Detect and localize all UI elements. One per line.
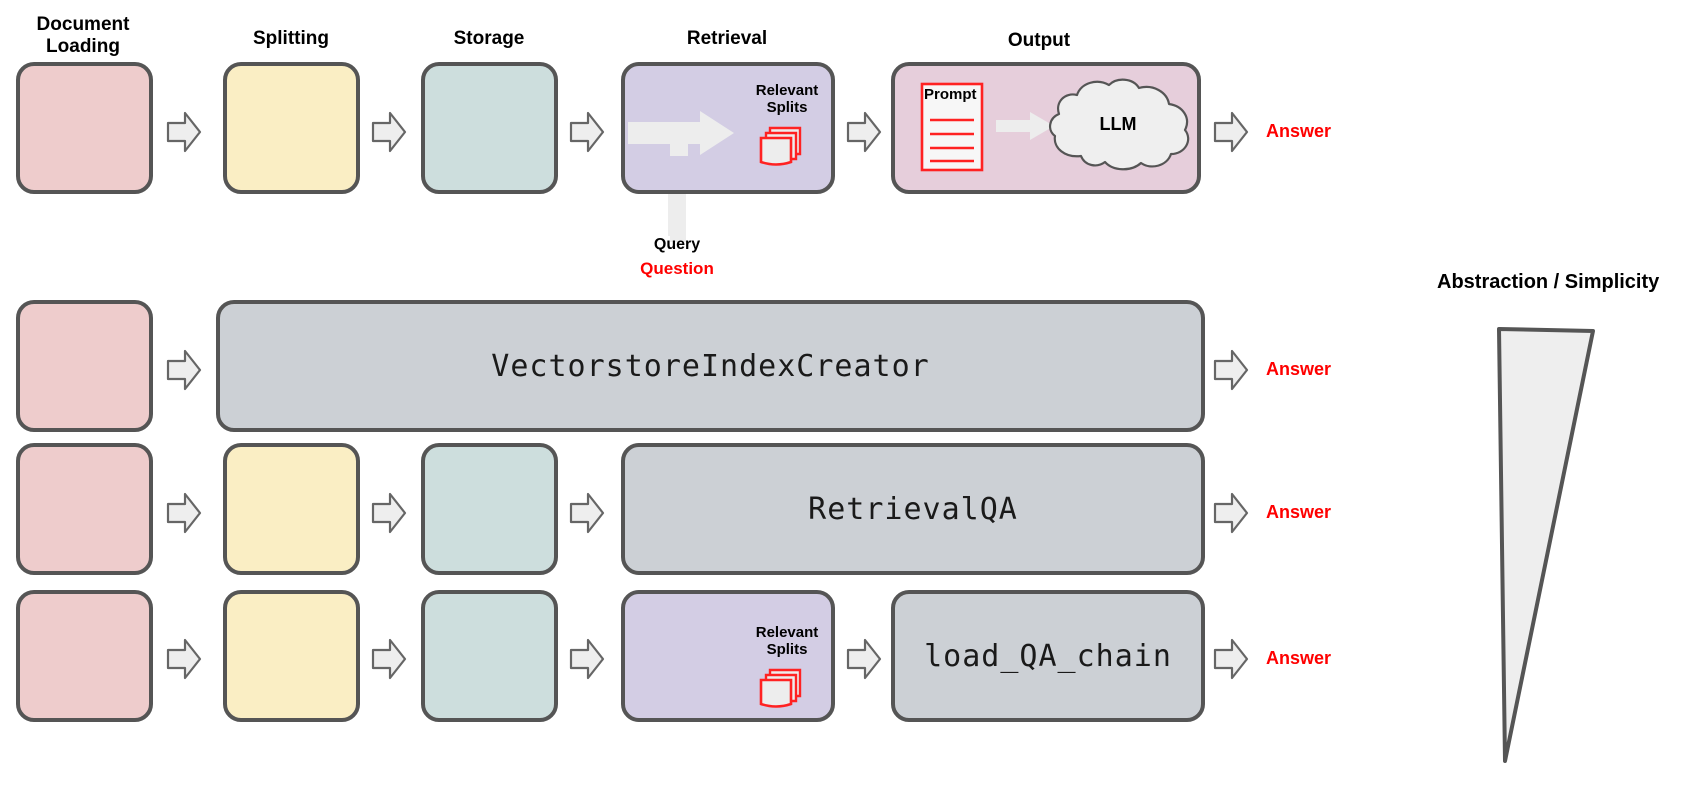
stage-label-output: Output [1007,30,1071,51]
box-splitting-row1[interactable] [223,62,360,194]
arrow-right-chevron-icon [166,491,202,535]
box-storage-row1[interactable] [421,62,558,194]
box-storage-row3[interactable] [421,443,558,575]
arrow-right-chevron-icon [569,491,605,535]
prompt-document-icon: Prompt [920,82,984,172]
stage-label-storage: Storage [453,28,525,49]
answer-label-row3: Answer [1266,502,1332,522]
relevant-splits-label: Relevant Splits [755,624,819,658]
answer-label-row1: Answer [1266,121,1332,141]
cloud-icon: LLM [1043,76,1193,174]
box-retrieval-row1[interactable]: Relevant Splits [621,62,835,194]
box-document-loading-row4[interactable] [16,590,153,722]
arrow-right-chevron-icon [846,637,882,681]
stage-label-retrieval: Retrieval [686,28,768,49]
arrow-right-chevron-icon [1213,348,1249,392]
arrow-right-chevron-icon [1213,491,1249,535]
arrow-right-chevron-icon [1213,110,1249,154]
query-label: Query [653,236,701,253]
query-stem [668,194,686,236]
box-retrieval-qa[interactable]: RetrievalQA [621,443,1205,575]
stage-label-splitting: Splitting [253,28,329,49]
llm-label: LLM [1099,114,1137,134]
arrow-right-chevron-icon [1213,637,1249,681]
query-question-label: Question [640,259,714,278]
box-load-qa-chain[interactable]: load_QA_chain [891,590,1205,722]
box-document-loading-row1[interactable] [16,62,153,194]
arrow-right-chevron-icon [569,110,605,154]
box-vectorstore-index-creator[interactable]: VectorstoreIndexCreator [216,300,1205,432]
retrieval-inner-arrow-icon [625,110,744,156]
answer-label-row4: Answer [1266,648,1332,668]
box-splitting-row4[interactable] [223,590,360,722]
code-label-load-qa-chain: load_QA_chain [924,638,1172,674]
output-inner-arrow-right-icon [994,112,1056,140]
box-document-loading-row2[interactable] [16,300,153,432]
arrow-right-chevron-icon [371,637,407,681]
arrow-right-chevron-icon [166,348,202,392]
answer-label-row2: Answer [1266,359,1332,379]
box-retrieval-row4[interactable]: Relevant Splits [621,590,835,722]
arrow-right-chevron-icon [371,110,407,154]
arrow-right-chevron-icon [166,110,202,154]
arrow-right-chevron-icon [166,637,202,681]
box-splitting-row3[interactable] [223,443,360,575]
prompt-label: Prompt [924,86,977,103]
arrow-right-chevron-icon [846,110,882,154]
documents-stack-icon [756,124,812,168]
abstraction-simplicity-label: Abstraction / Simplicity [1437,271,1660,293]
box-output-row1[interactable]: Prompt LLM [891,62,1201,194]
relevant-splits-label: Relevant Splits [755,82,819,116]
arrow-right-chevron-icon [569,637,605,681]
abstraction-wedge-icon [1495,325,1605,765]
documents-stack-icon [756,666,812,710]
box-document-loading-row3[interactable] [16,443,153,575]
stage-label-document-loading: Document Loading [36,14,130,57]
code-label-retrieval-qa: RetrievalQA [808,491,1018,527]
box-storage-row4[interactable] [421,590,558,722]
code-label-vectorstore-index-creator: VectorstoreIndexCreator [491,348,930,384]
arrow-right-chevron-icon [371,491,407,535]
